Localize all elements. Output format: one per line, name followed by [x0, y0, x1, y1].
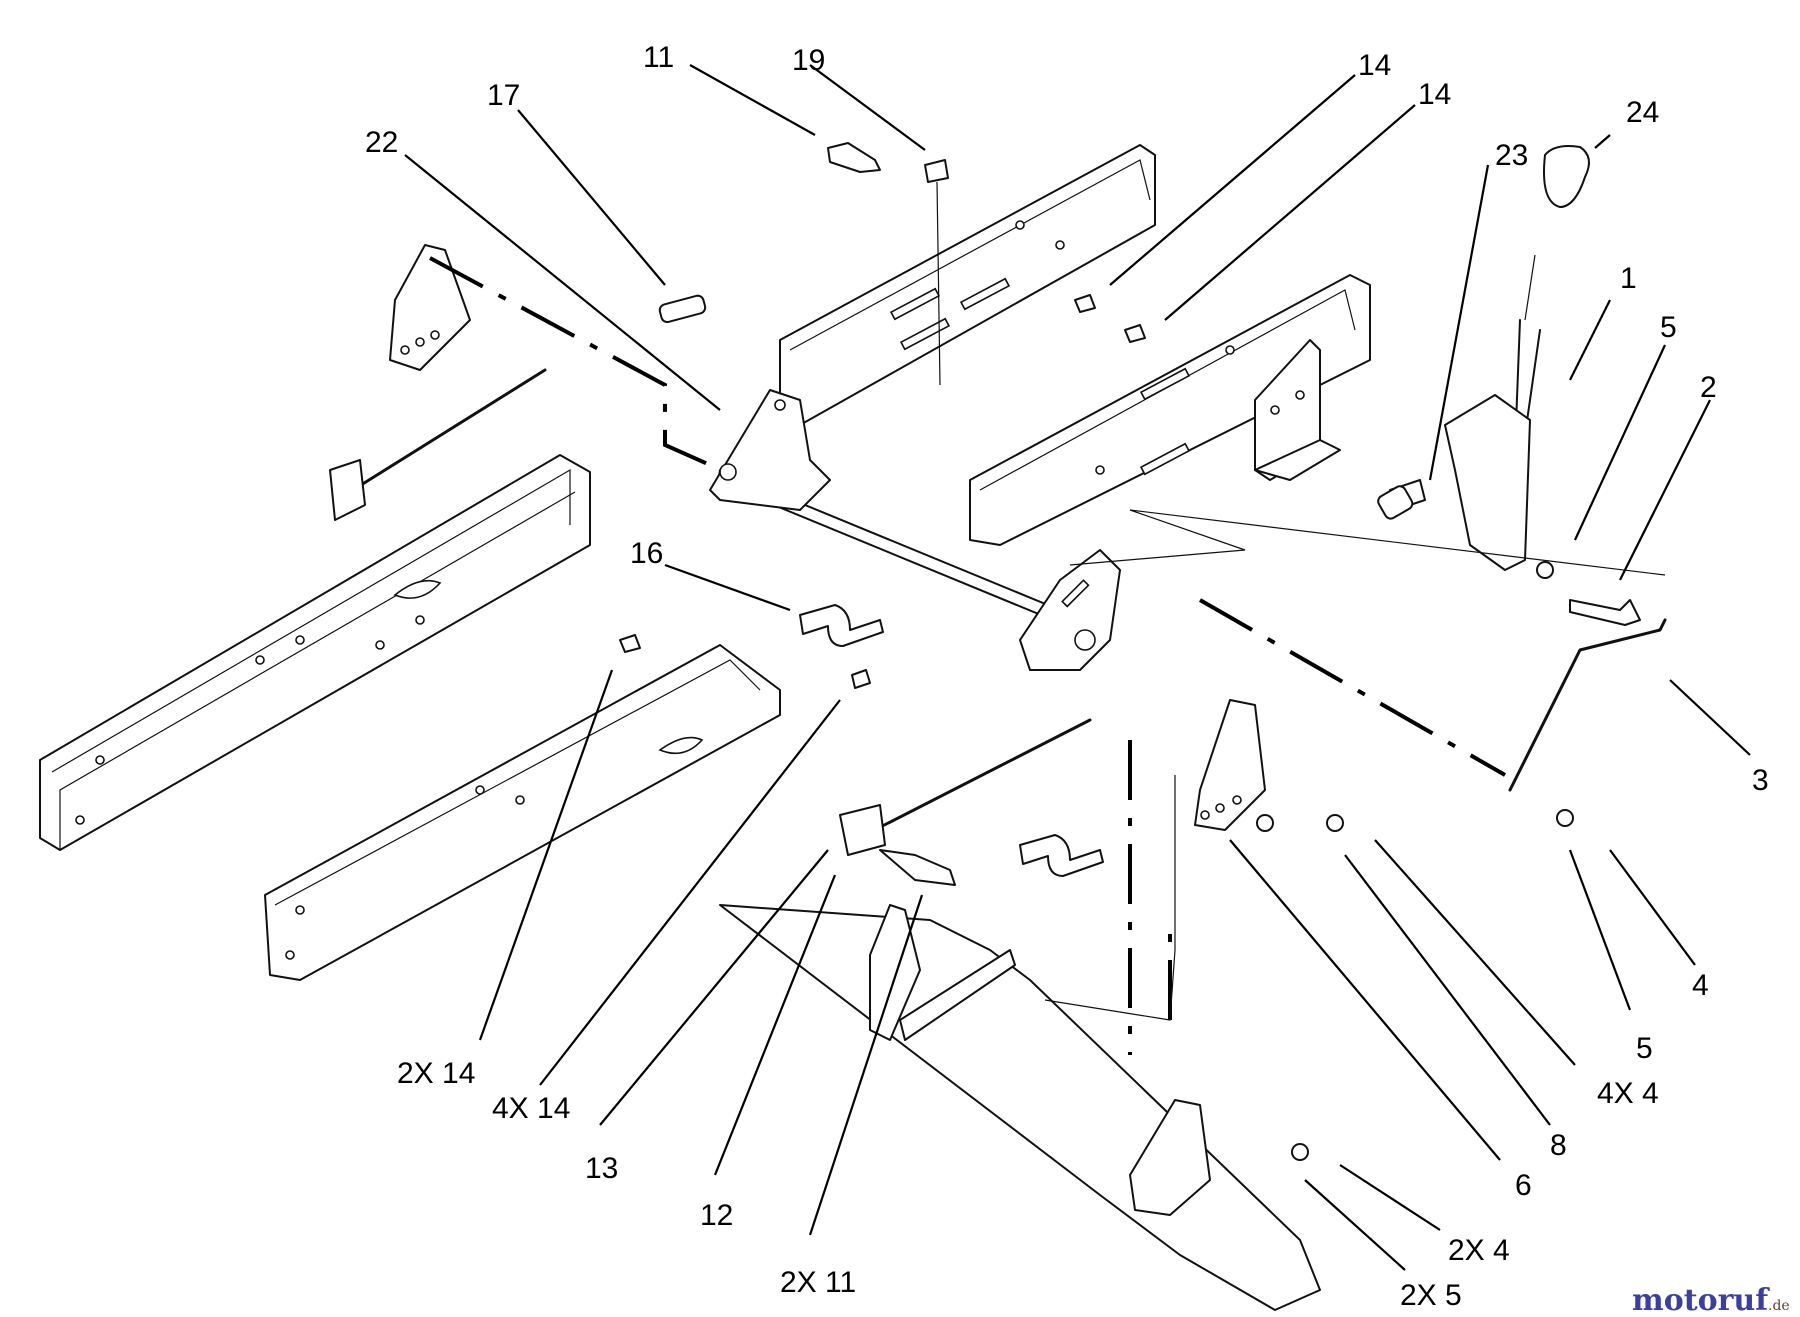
callout-2x5: 2X 5 — [1400, 1279, 1462, 1312]
lift-shaft — [709, 389, 1121, 671]
callout-17: 17 — [487, 79, 520, 112]
callout-6: 6 — [1515, 1169, 1532, 1202]
callout-4x14: 4X 14 — [492, 1092, 570, 1125]
leader-lines — [404, 64, 1751, 1271]
callout-3: 3 — [1752, 764, 1769, 797]
watermark-logo: motoruf .de — [1632, 1283, 1790, 1317]
upper-channel — [779, 144, 1156, 426]
callout-22: 22 — [365, 126, 398, 159]
callout-13: 13 — [585, 1152, 618, 1185]
callout-2x14: 2X 14 — [397, 1057, 475, 1090]
callout-8: 8 — [1550, 1129, 1567, 1162]
callout-14-b: 14 — [1418, 78, 1451, 111]
support-rail — [264, 644, 781, 981]
callout-2: 2 — [1700, 371, 1717, 404]
deck-lift-arm — [719, 904, 1321, 1311]
callout-12: 12 — [700, 1199, 733, 1232]
callout-5-a: 5 — [1660, 311, 1677, 344]
callout-4x4: 4X 4 — [1597, 1077, 1659, 1110]
hardware — [619, 142, 1641, 877]
right-channel — [969, 274, 1371, 546]
callout-5-b: 5 — [1636, 1032, 1653, 1065]
watermark-suffix: .de — [1768, 1298, 1790, 1314]
callout-labels: 11 19 14 14 17 22 24 23 1 5 2 16 3 4 5 4… — [365, 41, 1769, 1312]
main-frame-rail — [39, 454, 591, 851]
callout-14-a: 14 — [1358, 49, 1391, 82]
watermark-brand: motoruf — [1632, 1283, 1770, 1317]
callout-2x11: 2X 11 — [780, 1266, 856, 1299]
lift-lever — [1389, 145, 1590, 571]
callout-1: 1 — [1620, 262, 1637, 295]
center-lines — [429, 256, 1666, 1055]
callout-24: 24 — [1626, 96, 1659, 129]
callout-2x4: 2X 4 — [1448, 1234, 1510, 1267]
callout-4: 4 — [1692, 969, 1709, 1002]
callout-11: 11 — [643, 41, 674, 74]
callout-23: 23 — [1495, 139, 1528, 172]
callout-19: 19 — [792, 44, 825, 77]
callout-16: 16 — [630, 537, 663, 570]
links — [329, 244, 1667, 1161]
